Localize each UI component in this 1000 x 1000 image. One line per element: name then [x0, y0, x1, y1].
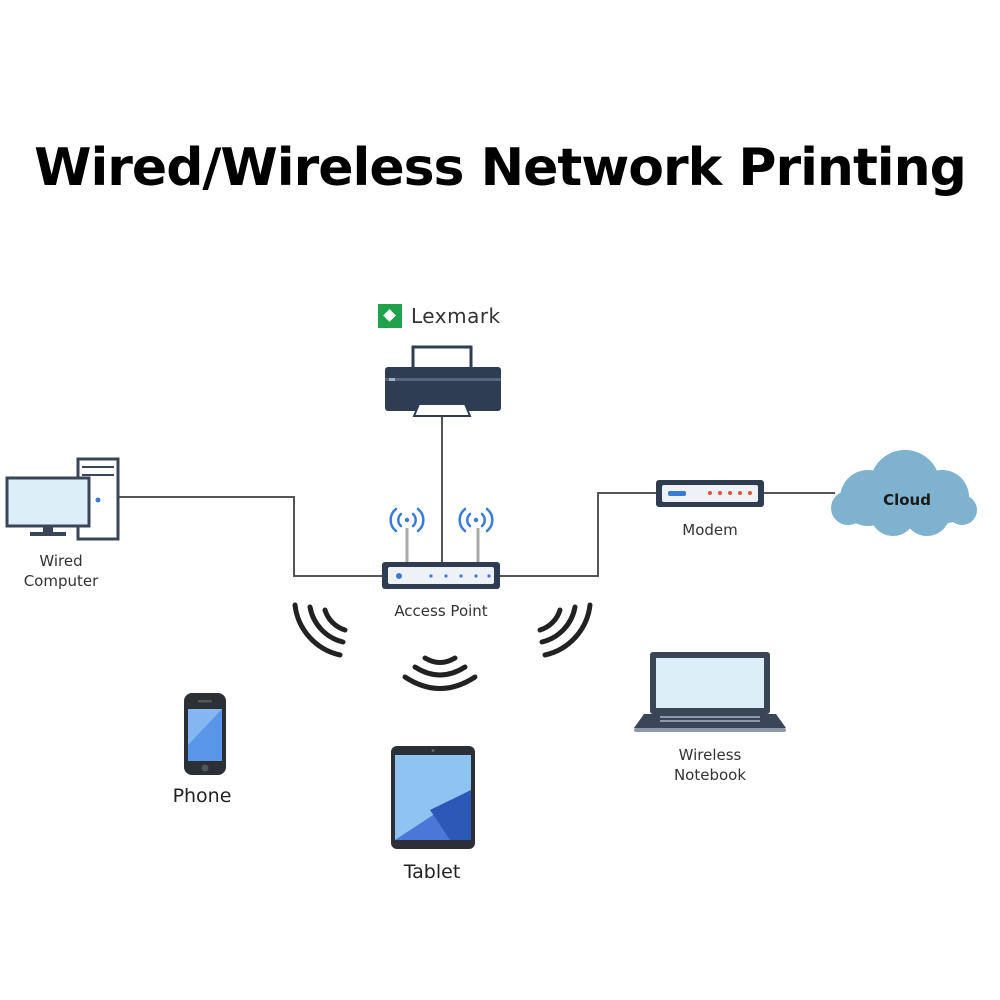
wireless-signal-right-icon: [537, 602, 593, 658]
tablet-icon: [391, 746, 475, 849]
brand-name: Lexmark: [411, 304, 501, 328]
diagram-title: Wired/Wireless Network Printing: [34, 138, 967, 198]
lexmark-logo-icon: [378, 304, 402, 328]
wireless-notebook-label-line1: Wireless: [678, 746, 742, 764]
wireless-signal-left-icon: [292, 602, 348, 658]
cloud-label: Cloud: [883, 491, 931, 509]
antenna-signal-icon: [389, 507, 494, 533]
wired-computer-label-line2: Computer: [23, 572, 99, 590]
tablet-label: Tablet: [403, 861, 461, 883]
phone-icon: [184, 693, 226, 775]
wireless-signal-down-icon: [402, 655, 478, 691]
printer-icon: [385, 345, 501, 417]
phone-label: Phone: [172, 785, 232, 807]
wireless-notebook-label: Wireless Notebook: [650, 745, 770, 785]
access-point-label: Access Point: [394, 602, 488, 620]
cloud-icon: [831, 450, 977, 536]
laptop-icon: [634, 652, 786, 732]
wired-computer-label: Wired Computer: [6, 551, 116, 591]
brand-logo: Lexmark: [378, 304, 501, 328]
wireless-notebook-label-line2: Notebook: [673, 766, 747, 784]
desktop-computer-icon: [5, 457, 120, 541]
computer-to-access-point-link: [118, 496, 382, 577]
wired-connections: [118, 416, 835, 577]
modem-label: Modem: [682, 521, 738, 539]
access-point-to-modem-link: [500, 492, 656, 577]
wired-computer-label-line1: Wired: [39, 552, 83, 570]
modem-icon: [656, 480, 764, 507]
access-point-icon: [382, 528, 500, 589]
